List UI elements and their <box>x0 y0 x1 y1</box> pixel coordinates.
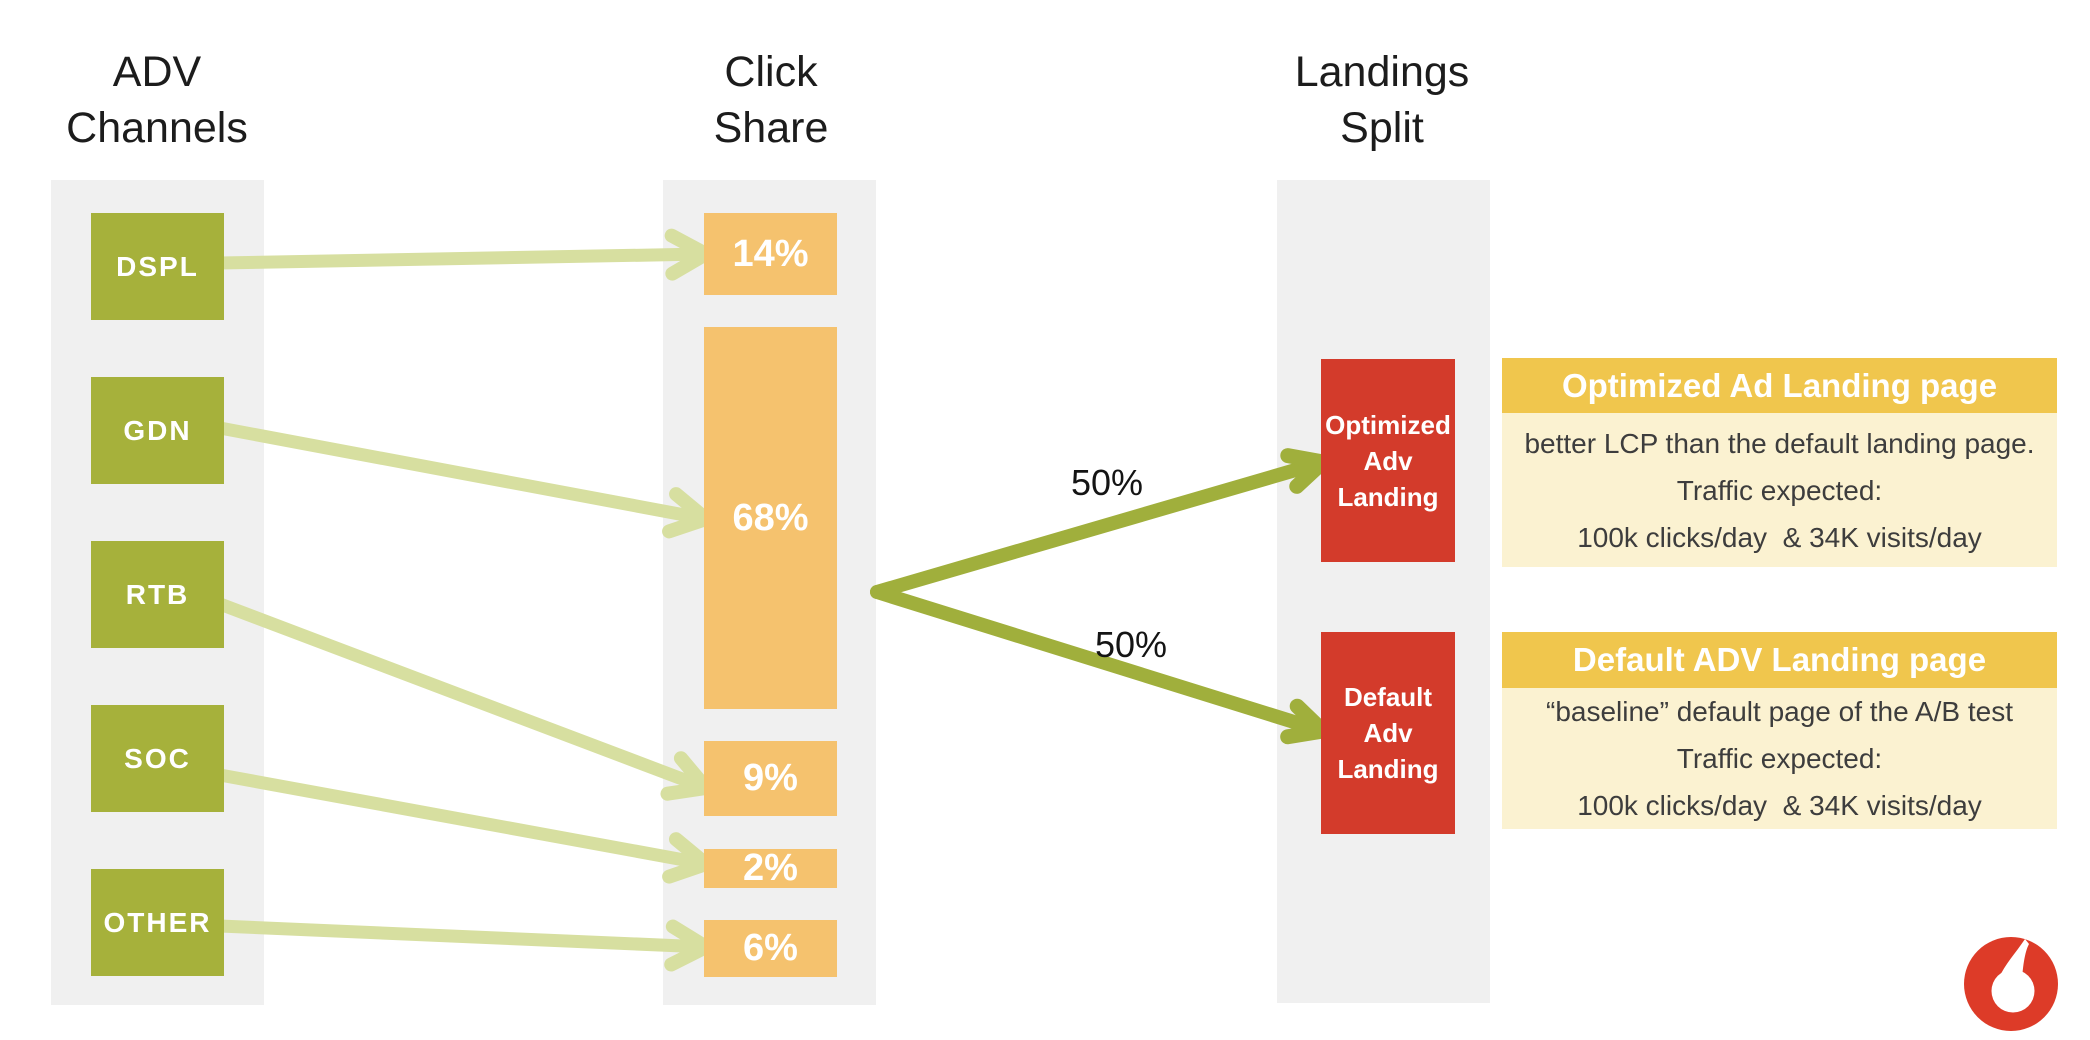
share-label: 68% <box>732 496 809 539</box>
channel-box-other: OTHER <box>91 869 224 976</box>
card-text-line: “baseline” default page of the A/B test <box>1546 696 2013 727</box>
share-label: 9% <box>743 757 798 799</box>
share-box-14: 14% <box>704 213 837 295</box>
share-box-2: 2% <box>704 847 837 889</box>
card-text-line: 100k clicks/day & 34K visits/day <box>1577 521 1982 553</box>
flow-arrow-rtb-9 <box>213 597 713 801</box>
landing-box-optimized: Optimized Adv Landing <box>1321 359 1455 562</box>
landing-label-line: Optimized <box>1325 409 1451 440</box>
landing-label-line: Adv <box>1363 445 1413 476</box>
card-text-line: Traffic expected: <box>1676 743 1883 774</box>
channel-box-gdn: GDN <box>91 377 224 484</box>
card-text-line: Traffic expected: <box>1676 474 1883 506</box>
title-line: Click <box>724 48 818 96</box>
channel-box-soc: SOC <box>91 705 224 812</box>
landings-split-strip <box>1277 180 1490 1003</box>
share-label: 14% <box>732 232 809 275</box>
card-body-default: “baseline” default page of the A/B test … <box>1502 688 2057 829</box>
title-line: Landings <box>1294 48 1470 96</box>
landing-label-line: Landing <box>1337 754 1439 784</box>
channel-label: DSPL <box>116 250 199 282</box>
card-body-optimized: better LCP than the default landing page… <box>1502 413 2057 567</box>
share-box-9: 9% <box>704 741 837 816</box>
split-percent-upper: 50% <box>1070 462 1144 503</box>
channel-label: OTHER <box>103 906 212 938</box>
flow-arrow-dspl-14 <box>213 228 713 281</box>
flow-arrow-gdn-68 <box>213 421 713 539</box>
landing-box-default: Default Adv Landing <box>1321 632 1455 834</box>
channel-label: SOC <box>124 742 191 774</box>
card-title-default: Default ADV Landing page <box>1502 632 2057 688</box>
channel-label: RTB <box>125 578 190 610</box>
landing-label-line: Default <box>1343 682 1433 712</box>
vodafone-logo-icon <box>1964 937 2058 1031</box>
share-label: 6% <box>743 927 798 969</box>
share-box-6: 6% <box>704 920 837 977</box>
card-title-optimized: Optimized Ad Landing page <box>1502 358 2057 413</box>
title-line: ADV <box>112 48 202 96</box>
landing-label-line: Landing <box>1337 481 1439 512</box>
share-label: 2% <box>743 847 798 889</box>
title-line: Split <box>1340 104 1424 152</box>
flow-arrow-soc-2 <box>213 768 713 884</box>
split-percent-lower: 50% <box>1094 624 1168 665</box>
flow-arrow-other-6 <box>213 919 713 972</box>
card-text-line: better LCP than the default landing page… <box>1524 427 2035 459</box>
channel-box-rtb: RTB <box>91 541 224 648</box>
column-title-click-share: Click Share <box>714 44 829 156</box>
card-text-line: 100k clicks/day & 34K visits/day <box>1577 790 1982 821</box>
share-box-68: 68% <box>704 327 837 709</box>
channel-label: GDN <box>123 414 192 446</box>
channel-box-dspl: DSPL <box>91 213 224 320</box>
landing-label-line: Adv <box>1363 718 1413 748</box>
title-line: Share <box>713 104 829 152</box>
column-title-adv-channels: ADV Channels <box>66 44 248 156</box>
column-title-landings-split: Landings Split <box>1295 44 1470 156</box>
title-line: Channels <box>66 104 248 152</box>
